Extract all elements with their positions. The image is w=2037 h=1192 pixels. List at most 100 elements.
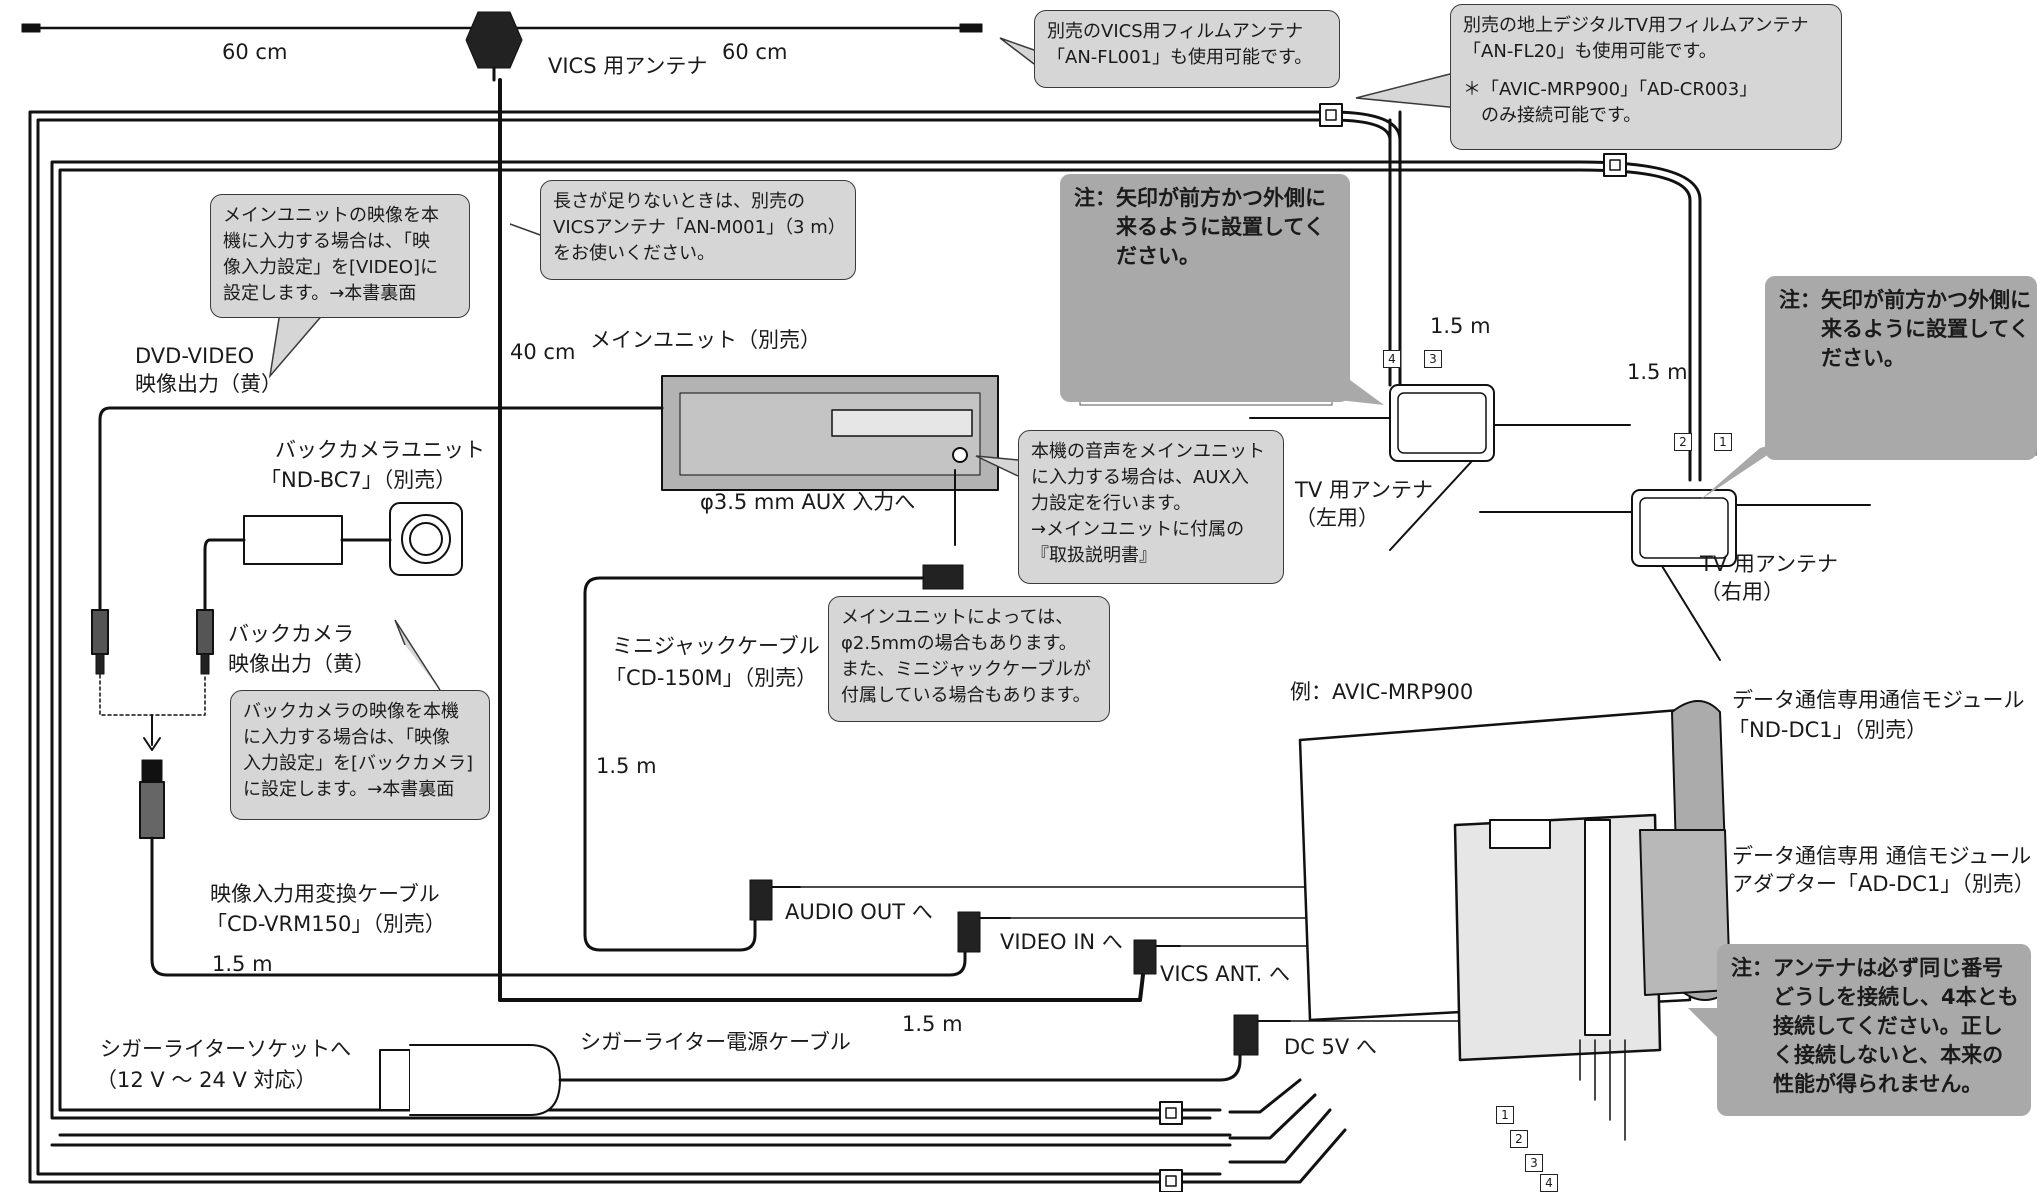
marker-1-top: 1 — [1714, 433, 1732, 451]
note-antenna-order-line-1: 注：アンテナは必ず同じ番号 — [1731, 956, 2004, 980]
callout-aux-audio: 本機の音声をメインユニット に入力する場合は、AUX入 力設定を行います。 →メ… — [1018, 430, 1284, 584]
label-aux-input: φ3.5 mm AUX 入力へ — [700, 490, 916, 514]
label-tv-antenna-left: TV 用アンテナ — [1295, 478, 1434, 502]
label-len-tv-left: 1.5 m — [1430, 314, 1491, 338]
note-arrow-right: 注：矢印が前方かつ外側に 来るように設置してく ださい。 — [1765, 276, 2037, 460]
label-len-minijack: 1.5 m — [596, 754, 657, 778]
vics-antenna-wire — [21, 11, 1147, 1002]
label-len-60-right: 60 cm — [722, 40, 788, 64]
label-dvd-video-out: 映像出力（黄） — [135, 372, 282, 396]
note-arrow-right-line-3: ださい。 — [1779, 346, 1905, 370]
label-cigar-socket: シガーライターソケットへ — [100, 1037, 352, 1061]
callout-aux-audio-line-2: に入力する場合は、AUX入 — [1031, 467, 1249, 488]
marker-2-top: 2 — [1674, 433, 1692, 451]
callout-minijack-note-line-4: 付属している場合もあります。 — [841, 685, 1091, 706]
callout-vics-film-line-2: 「AN-FL001」も使用可能です。 — [1047, 47, 1313, 68]
callout-vics-film: 別売のVICS用フィルムアンテナ 「AN-FL001」も使用可能です。 — [1034, 10, 1340, 88]
label-cigar-socket-voltage: （12 V ～ 24 V 対応） — [96, 1068, 317, 1092]
callout-backcam-video: バックカメラの映像を本機 に入力する場合は、「映像 入力設定」を[バックカメラ]… — [230, 690, 490, 820]
label-dvd-video: DVD-VIDEO — [135, 344, 255, 368]
callout-tv-film-line-5: のみ接続可能です。 — [1463, 105, 1642, 126]
callout-backcam-video-line-4: に設定します。→本書裏面 — [243, 779, 455, 800]
marker-4-top: 4 — [1383, 350, 1401, 368]
note-arrow-right-line-1: 注：矢印が前方かつ外側に — [1779, 288, 2031, 312]
callout-vics-length-line-2: VICSアンテナ「AN-M001」（3 m） — [553, 217, 846, 238]
label-vrm-cable: 映像入力用変換ケーブル — [210, 882, 440, 906]
note-antenna-order-line-2: どうしを接続し、4本とも — [1731, 985, 2019, 1009]
callout-vics-length-line-3: をお使いください。 — [553, 243, 715, 264]
label-minijack-cable-model: 「CD-150M」（別売） — [605, 666, 818, 690]
marker-1-bottom: 1 — [1496, 1106, 1514, 1124]
marker-4-bottom: 4 — [1540, 1174, 1558, 1192]
callout-tv-film-line-1: 別売の地上デジタルTV用フィルムアンテナ — [1463, 15, 1809, 36]
note-antenna-order-line-4: く接続しないと、本来の — [1731, 1043, 2004, 1067]
callout-main-video-line-2: 機に入力する場合は、「映 — [223, 231, 430, 252]
note-arrow-left-line-3: ださい。 — [1074, 244, 1200, 268]
label-cigar-cable: シガーライター電源ケーブル — [580, 1030, 851, 1054]
note-arrow-left: 注：矢印が前方かつ外側に 来るように設置してく ださい。 — [1060, 174, 1350, 402]
marker-3-bottom: 3 — [1525, 1154, 1543, 1172]
marker-3-top: 3 — [1424, 350, 1442, 368]
callout-minijack-note-line-1: メインユニットによっては、 — [841, 607, 1074, 628]
label-len-power: 1.5 m — [902, 1012, 963, 1036]
callout-tv-film: 別売の地上デジタルTV用フィルムアンテナ 「AN-FL20」も使用可能です。 ＊… — [1450, 4, 1842, 150]
callout-vics-length-line-1: 長さが足りないときは、別売の — [553, 191, 805, 212]
tv-antenna-left-drawing — [1249, 384, 1631, 551]
antenna-plugs — [1228, 1039, 1626, 1184]
callout-tv-film-line-4: ＊「AVIC-MRP900」「AD-CR003」 — [1463, 79, 1758, 100]
callout-main-video: メインユニットの映像を本 機に入力する場合は、「映 像入力設定」を[VIDEO]… — [210, 194, 470, 318]
label-module: データ通信専用通信モジュール — [1732, 688, 2025, 712]
label-minijack-cable: ミニジャックケーブル — [612, 634, 820, 658]
callout-aux-audio-line-3: 力設定を行います。 — [1031, 493, 1192, 514]
label-back-cam-unit: バックカメラユニット — [275, 438, 485, 462]
label-len-vrm: 1.5 m — [212, 952, 273, 976]
note-arrow-right-line-2: 来るように設置してく — [1779, 317, 2030, 341]
note-antenna-order-line-3: 接続してください。正し — [1731, 1014, 2003, 1038]
callout-tv-film-line-3 — [1463, 65, 1829, 77]
main-unit-drawing — [661, 375, 999, 491]
note-arrow-left-line-1: 注：矢印が前方かつ外側に — [1074, 186, 1326, 210]
tv-antenna-cable-loops — [28, 110, 1702, 1184]
label-dc5v: DC 5V へ — [1284, 1035, 1377, 1059]
label-tv-antenna-right-side: （右用） — [1700, 580, 1784, 604]
callout-aux-audio-line-5: 『取扱説明書』 — [1031, 545, 1157, 566]
note-antenna-order-line-5: 性能が得られません。 — [1731, 1072, 1983, 1096]
label-back-cam-out: バックカメラ — [228, 622, 354, 646]
label-audio-out: AUDIO OUT へ — [785, 900, 933, 924]
label-video-in: VIDEO IN へ — [1000, 930, 1123, 954]
note-antenna-order: 注：アンテナは必ず同じ番号 どうしを接続し、4本とも 接続してください。正し く… — [1717, 944, 2031, 1116]
callout-aux-audio-line-4: →メインユニットに付属の — [1031, 519, 1245, 540]
callout-aux-audio-line-1: 本機の音声をメインユニット — [1031, 441, 1265, 462]
tv-antenna-right-drawing — [1479, 489, 1871, 661]
navigation-unit-drawing — [1298, 700, 1731, 1062]
label-vics-antenna: VICS 用アンテナ — [548, 54, 708, 78]
label-vrm-cable-model: 「CD-VRM150」（別売） — [206, 912, 446, 936]
callout-main-video-line-3: 像入力設定」を[VIDEO]に — [223, 257, 439, 278]
callout-minijack-note-line-2: φ2.5mmの場合もあります。 — [841, 633, 1077, 654]
label-tv-antenna-left-side: （左用） — [1295, 506, 1379, 530]
callout-minijack-note-line-3: また、ミニジャックケーブルが — [841, 659, 1092, 680]
callout-vics-film-line-1: 別売のVICS用フィルムアンテナ — [1047, 21, 1304, 42]
label-main-unit: メインユニット（別売） — [590, 328, 821, 352]
callout-minijack-note: メインユニットによっては、 φ2.5mmの場合もあります。 また、ミニジャックケ… — [828, 596, 1110, 722]
label-tv-antenna-right: TV 用アンテナ — [1700, 552, 1839, 576]
callout-backcam-video-line-1: バックカメラの映像を本機 — [243, 701, 459, 722]
callout-vics-length: 長さが足りないときは、別売の VICSアンテナ「AN-M001」（3 m） をお… — [540, 180, 856, 280]
label-example-model: 例：AVIC-MRP900 — [1290, 680, 1474, 704]
callout-main-video-line-4: 設定します。→本書裏面 — [223, 283, 417, 304]
label-back-cam-out-color: 映像出力（黄） — [228, 652, 375, 676]
callout-backcam-video-line-3: 入力設定」を[バックカメラ] — [243, 753, 474, 774]
label-len-tv-right: 1.5 m — [1627, 360, 1688, 384]
label-adapter: データ通信専用 通信モジュール — [1732, 844, 2032, 868]
note-arrow-left-line-2: 来るように設置してく — [1074, 215, 1325, 239]
label-back-cam-unit-model: 「ND-BC7」（別売） — [260, 468, 457, 492]
callout-tv-film-line-2: 「AN-FL20」も使用可能です。 — [1463, 41, 1717, 62]
label-len-60-left: 60 cm — [222, 40, 288, 64]
label-len-40: 40 cm — [510, 340, 576, 364]
callout-backcam-video-line-2: に入力する場合は、「映像 — [243, 727, 450, 748]
label-module-model: 「ND-DC1」（別売） — [1728, 718, 1928, 742]
callout-main-video-line-1: メインユニットの映像を本 — [223, 205, 439, 226]
label-vics-ant: VICS ANT. へ — [1160, 962, 1290, 986]
